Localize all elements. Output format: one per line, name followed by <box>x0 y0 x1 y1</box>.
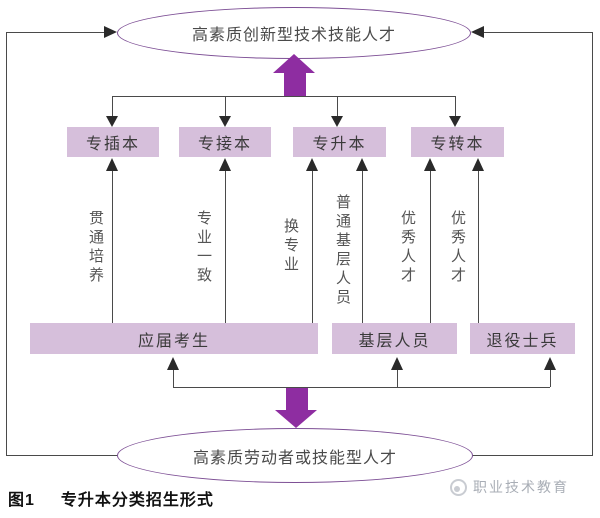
feedback-line-top-left <box>6 32 104 33</box>
box-zhuanshengben: 专升本 <box>293 127 386 157</box>
watermark-text: 职业技术教育 <box>473 479 569 495</box>
top-branch-line <box>112 96 456 97</box>
drop-line-4 <box>455 96 456 117</box>
bottom-branch-line <box>173 387 550 388</box>
box-zhuanchaben: 专插本 <box>67 127 159 157</box>
feedback-line-right-border <box>592 32 593 455</box>
drop-line-2 <box>225 96 226 117</box>
arrowhead-up-flow-4-icon <box>356 158 368 171</box>
box-zhuanjieben-label: 专接本 <box>197 136 252 153</box>
path-label-putong-jiceng: 普通基层人员 <box>334 194 351 308</box>
feedback-line-bottom-left <box>6 455 118 456</box>
arrowhead-into-top-ellipse-right-icon <box>471 26 484 38</box>
top-goal-ellipse: 高素质创新型技术技能人才 <box>117 7 471 59</box>
flow-line-3 <box>312 170 313 323</box>
purple-down-arrow-icon <box>275 410 317 428</box>
arrowhead-up-bottom-2-icon <box>391 357 403 370</box>
watermark: 职业技术教育 <box>450 477 569 497</box>
bottom-source-ellipse: 高素质劳动者或技能型人才 <box>117 428 473 483</box>
arrowhead-up-flow-3-icon <box>306 158 318 171</box>
drop-line-3 <box>337 96 338 117</box>
arrowhead-down-2-icon <box>219 116 231 127</box>
top-goal-label: 高素质创新型技术技能人才 <box>191 27 396 44</box>
box-tuiyi-shibing: 退役士兵 <box>470 323 575 354</box>
feedback-line-left-border <box>6 32 7 455</box>
box-tuiyi-shibing-label: 退役士兵 <box>486 332 559 350</box>
box-jiceng-renyuan-label: 基层人员 <box>358 332 431 350</box>
flow-line-4 <box>362 170 363 323</box>
purple-up-arrow-icon <box>273 54 315 73</box>
watermark-logo-icon <box>450 478 467 496</box>
box-zhuanjieben: 专接本 <box>179 127 271 157</box>
box-zhuanchaben-label: 专插本 <box>85 136 140 153</box>
box-zhuanzhuanben: 专转本 <box>411 127 504 157</box>
arrowhead-into-top-ellipse-left-icon <box>104 26 117 38</box>
box-zhuanzhuanben-label: 专转本 <box>430 136 485 153</box>
box-jiceng-renyuan: 基层人员 <box>332 323 457 354</box>
flow-line-2 <box>225 170 226 323</box>
bottom-up-line-2 <box>397 369 398 387</box>
path-label-youxiu-1: 优秀人才 <box>399 210 416 286</box>
box-zhuanshengben-label: 专升本 <box>312 136 367 153</box>
purple-up-arrow-shaft <box>284 72 306 97</box>
arrowhead-down-1-icon <box>106 116 118 127</box>
arrowhead-up-bottom-3-icon <box>544 357 556 370</box>
bottom-source-label: 高素质劳动者或技能型人才 <box>192 449 397 467</box>
path-label-huan-zhuanye: 换专业 <box>282 218 299 275</box>
arrowhead-down-3-icon <box>331 116 343 127</box>
feedback-line-top-right <box>484 32 593 33</box>
arrowhead-up-bottom-1-icon <box>167 357 179 370</box>
figure-caption: 图1 专升本分类招生形式 <box>8 486 214 510</box>
arrowhead-up-flow-2-icon <box>219 158 231 171</box>
arrowhead-down-4-icon <box>449 116 461 127</box>
path-label-guantong: 贯通培养 <box>87 210 104 286</box>
flow-line-1 <box>112 170 113 323</box>
purple-down-arrow-shaft <box>286 388 308 410</box>
figure-number: 图1 <box>8 492 35 509</box>
feedback-line-bottom-right <box>470 455 593 456</box>
bottom-up-line-1 <box>173 369 174 387</box>
bottom-up-line-3 <box>550 369 551 387</box>
arrowhead-up-flow-1-icon <box>106 158 118 171</box>
box-yingjie-kaosheng-label: 应届考生 <box>137 332 210 350</box>
box-yingjie-kaosheng: 应届考生 <box>30 323 318 354</box>
arrowhead-up-flow-5-icon <box>424 158 436 171</box>
flow-line-5 <box>430 170 431 323</box>
figure-title: 专升本分类招生形式 <box>60 492 214 509</box>
path-label-zhuanye-yizhi: 专业一致 <box>195 210 212 286</box>
flow-line-6 <box>478 170 479 323</box>
path-label-youxiu-2: 优秀人才 <box>449 210 466 286</box>
drop-line-1 <box>112 96 113 117</box>
arrowhead-up-flow-6-icon <box>472 158 484 171</box>
